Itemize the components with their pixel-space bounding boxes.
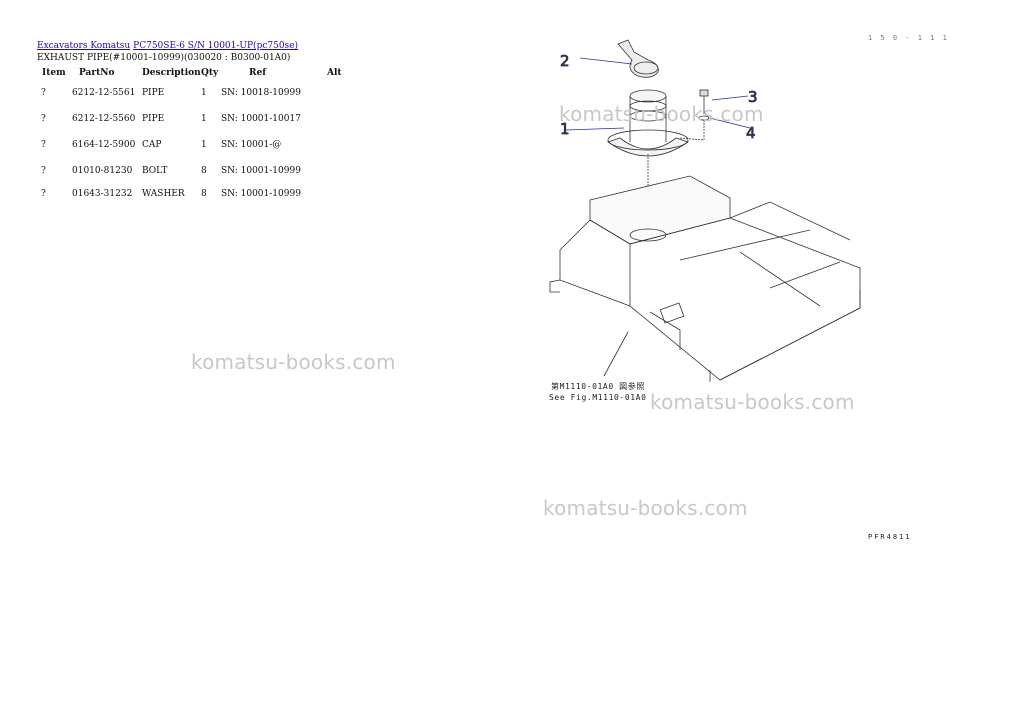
figure-code: PFR4811 [868,533,912,541]
header-partno: PartNo [79,68,115,78]
parts-table: Item PartNo Description Qty Ref Alt ? 62… [37,66,357,204]
callout-4: 4 [746,124,756,142]
watermark: komatsu-books.com [191,350,396,374]
header-qty: Qty [201,68,219,78]
cell-partno: 01643-31232 [72,189,133,199]
table-row: ? 01643-31232 WASHER 8 SN: 10001-10999 [37,184,357,204]
cell-item: ? [41,189,46,199]
table-row: ? 6212-12-5561 PIPE 1 SN: 10018-10999 [37,80,357,106]
cell-alt [327,132,357,158]
header-alt: Alt [327,68,342,78]
cell-qty: 1 [201,114,207,124]
cell-item: ? [41,166,46,176]
table-row: ? 6164-12-5900 CAP 1 SN: 10001-@ [37,132,357,158]
callout-2: 2 [560,52,570,70]
cell-partno: 6212-12-5560 [72,114,136,124]
cell-item: ? [41,88,46,98]
cell-ref: SN: 10001-10999 [221,166,301,176]
table-row: ? 01010-81230 BOLT 8 SN: 10001-10999 [37,158,357,184]
cell-description: WASHER [142,189,185,199]
cell-alt [327,158,357,184]
cell-qty: 8 [201,189,207,199]
header-ref: Ref [249,68,267,78]
watermark: komatsu-books.com [650,390,855,414]
cell-description: CAP [142,140,162,150]
watermark: komatsu-books.com [543,496,748,520]
breadcrumb-link-excavators[interactable]: Excavators Komatsu [37,41,131,51]
header-description: Description [142,68,201,78]
engine-cover-drawing [549,175,861,382]
cell-partno: 6164-12-5900 [72,140,136,150]
see-figure-note-jp: 第M1110-01A0 図参照 [551,382,645,391]
callout-1: 1 [560,120,570,138]
cell-partno: 01010-81230 [72,166,133,176]
cell-ref: SN: 10001-@ [221,140,282,150]
cell-alt [327,80,357,106]
cell-alt [327,184,357,204]
cell-partno: 6212-12-5561 [72,88,136,98]
cap-part-drawing [579,39,659,78]
diagram-top-code: 1 5 0 - 1 1 1 [868,34,949,42]
callout-3: 3 [748,88,758,106]
see-figure-note: See Fig.M1110-01A0 [549,393,647,402]
cell-ref: SN: 10001-10999 [221,189,301,199]
table-header-row: Item PartNo Description Qty Ref Alt [37,66,357,80]
cell-alt [327,106,357,132]
cell-item: ? [41,114,46,124]
page-title: EXHAUST PIPE(#10001-10999)(030020 : B030… [37,53,291,63]
cell-qty: 8 [201,166,207,176]
cell-qty: 1 [201,140,207,150]
cell-ref: SN: 10018-10999 [221,88,301,98]
cell-qty: 1 [201,88,207,98]
cell-description: PIPE [142,88,165,98]
exploded-parts-diagram: 2 1 3 4 [540,30,930,430]
cell-item: ? [41,140,46,150]
breadcrumb-link-model[interactable]: PC750SE-6 S/N 10001-UP(pc750se) [133,41,298,51]
header-item: Item [42,68,66,78]
cell-description: BOLT [142,166,168,176]
table-row: ? 6212-12-5560 PIPE 1 SN: 10001-10017 [37,106,357,132]
bolt-washer-drawing [679,89,751,141]
cell-description: PIPE [142,114,165,124]
cell-ref: SN: 10001-10017 [221,114,301,124]
watermark: komatsu-books.com [559,102,764,126]
